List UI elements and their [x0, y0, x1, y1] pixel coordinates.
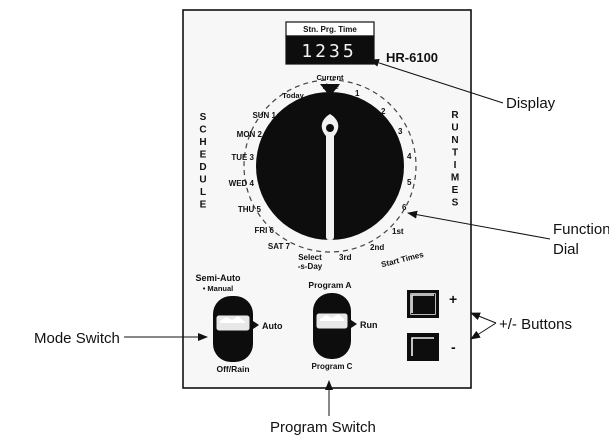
run-number-4: 4: [407, 152, 412, 161]
mode-switch[interactable]: Semi-Auto • Manual Auto Off/Rain: [196, 273, 283, 374]
mode-switch-bottom-label: Off/Rain: [216, 364, 249, 374]
minus-button-label: -: [451, 339, 456, 355]
display-callout: Display: [506, 95, 556, 112]
start-number-1st: 1st: [392, 227, 404, 236]
program-switch-callout: Program Switch: [270, 419, 376, 436]
plus-button-leader-line: [470, 312, 497, 324]
run-number-2: 2: [381, 107, 386, 116]
plus-button-label: +: [449, 291, 457, 307]
dial-scale-ring: [243, 79, 417, 253]
mode-switch-callout: Mode Switch: [34, 330, 120, 347]
dial-pointer: [321, 114, 339, 240]
function-dial[interactable]: [243, 79, 417, 253]
select-day-label-1: Select: [298, 253, 322, 262]
function-dial-callout-line2: Dial: [553, 241, 579, 258]
today-label: Today: [282, 91, 304, 100]
program-switch-run-label: Run: [360, 320, 378, 330]
function-dial-leader-line: [407, 210, 551, 240]
plus-button[interactable]: +: [407, 290, 457, 318]
mode-switch-auto-label: Auto: [262, 321, 283, 331]
current-time-label-2: Time: [321, 82, 338, 91]
day-label-mon: MON 2: [237, 130, 263, 139]
minus-button[interactable]: -: [407, 333, 456, 361]
mode-switch-sub-label: • Manual: [203, 284, 234, 293]
program-switch-bottom-label: Program C: [312, 362, 353, 371]
function-dial-callout-line1: Function: [553, 221, 609, 238]
day-label-fri: FRI 6: [254, 226, 274, 235]
run-number-5: 5: [407, 178, 412, 187]
display-header: Stn. Prg. Time: [303, 25, 357, 34]
display-leader-line: [369, 58, 504, 104]
program-switch-top-label: Program A: [308, 280, 351, 290]
select-day-label-2: -s-Day: [298, 262, 323, 271]
buttons-callout: +/- Buttons: [499, 316, 572, 333]
start-number-2nd: 2nd: [370, 243, 384, 252]
run-number-3: 3: [398, 127, 403, 136]
program-switch[interactable]: Program A Run Program C: [308, 280, 377, 371]
model-label: HR-6100: [386, 50, 438, 65]
day-label-sun: SUN 1: [252, 111, 276, 120]
day-label-wed: WED 4: [229, 179, 255, 188]
start-number-3rd: 3rd: [339, 253, 352, 262]
run-number-6: 6: [402, 203, 407, 212]
display: Stn. Prg. Time 1235: [285, 21, 375, 65]
day-label-tue: TUE 3: [231, 153, 254, 162]
minus-button-leader-line: [470, 322, 497, 340]
day-label-sat: SAT 7: [268, 242, 291, 251]
mode-switch-top-label: Semi-Auto: [196, 273, 242, 283]
display-digits: 1235: [301, 41, 356, 62]
day-label-thu: THU 5: [238, 205, 262, 214]
current-time-label-1: Current: [316, 73, 344, 82]
dial-labels: Current Time Today SUN 1 MON 2 TUE 3 WED…: [199, 73, 459, 271]
run-number-1: 1: [355, 89, 360, 98]
